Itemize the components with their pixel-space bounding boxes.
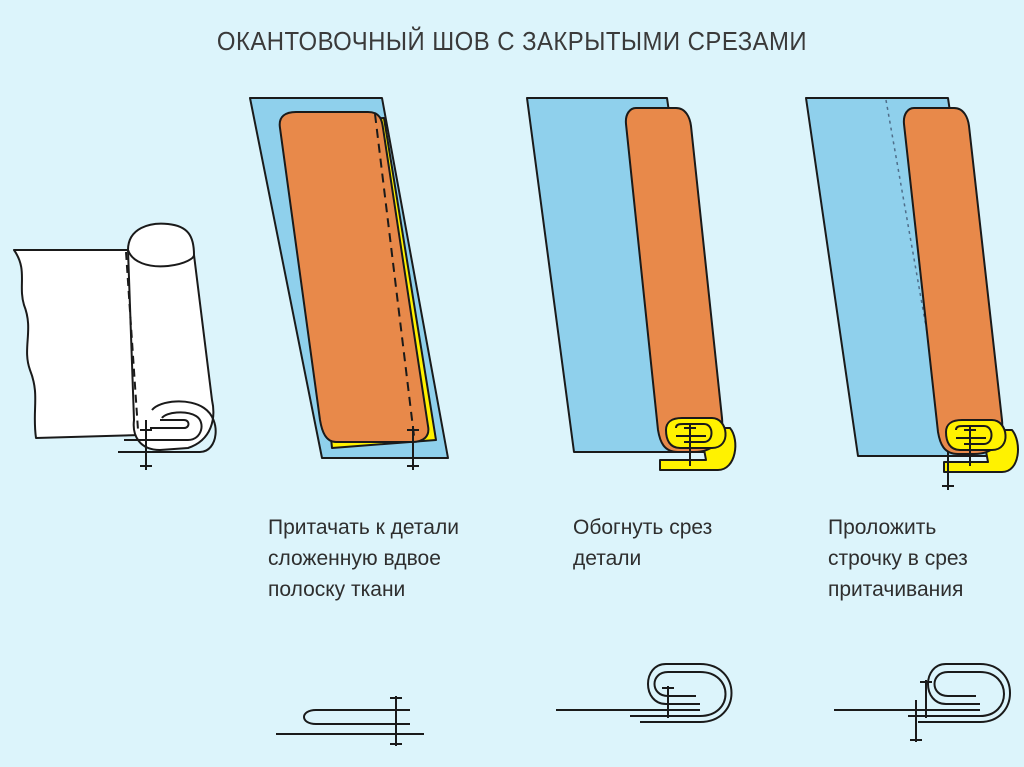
binding-roll xyxy=(127,222,215,451)
caption-line: притачивания xyxy=(828,578,964,601)
stitch-line-left xyxy=(125,251,139,431)
stitch-line xyxy=(374,113,415,437)
step-2-caption: Обогнуть срез детали xyxy=(573,512,712,574)
caption-line: полоску ткани xyxy=(268,578,406,601)
folded-strip xyxy=(303,709,410,725)
caption-line: Обогнуть срез xyxy=(573,516,713,539)
step-3-cross-section xyxy=(834,663,1011,742)
step-1-illustration xyxy=(249,97,449,470)
isometric-fabric-illustration xyxy=(13,222,217,470)
caption-line: сложенную вдвое xyxy=(268,547,441,570)
slide-title: ОКАНТОВОЧНЫЙ ШОВ С ЗАКРЫТЫМИ СРЕЗАМИ xyxy=(216,26,808,56)
wrapped-strip xyxy=(908,671,1005,717)
fabric-panel-flat xyxy=(13,249,143,439)
caption-line: Проложить xyxy=(828,516,937,539)
wrapped-strip-outer xyxy=(640,663,733,723)
binding-strip xyxy=(902,107,1004,455)
binding-strip xyxy=(278,111,430,443)
step-2-cross-section xyxy=(556,663,733,723)
caption-line: Притачать к детали xyxy=(268,516,459,539)
binding-roll-edge xyxy=(127,249,195,268)
step-3-illustration xyxy=(805,97,1019,490)
coil-profile xyxy=(665,417,727,449)
wrapped-strip-outer xyxy=(918,663,1011,723)
coil-profile xyxy=(118,400,217,453)
step-1-cross-section xyxy=(276,696,424,746)
step-1-caption: Притачать к детали сложенную вдвое полос… xyxy=(268,512,459,605)
binding-strip xyxy=(624,107,724,453)
caption-line: строчку в срез xyxy=(828,547,968,570)
caption-line: детали xyxy=(573,547,642,570)
coil-profile xyxy=(945,419,1007,451)
step-3-caption: Проложить строчку в срез притачивания xyxy=(828,512,968,605)
step-2-illustration xyxy=(526,97,737,471)
wrapped-strip xyxy=(630,671,727,717)
